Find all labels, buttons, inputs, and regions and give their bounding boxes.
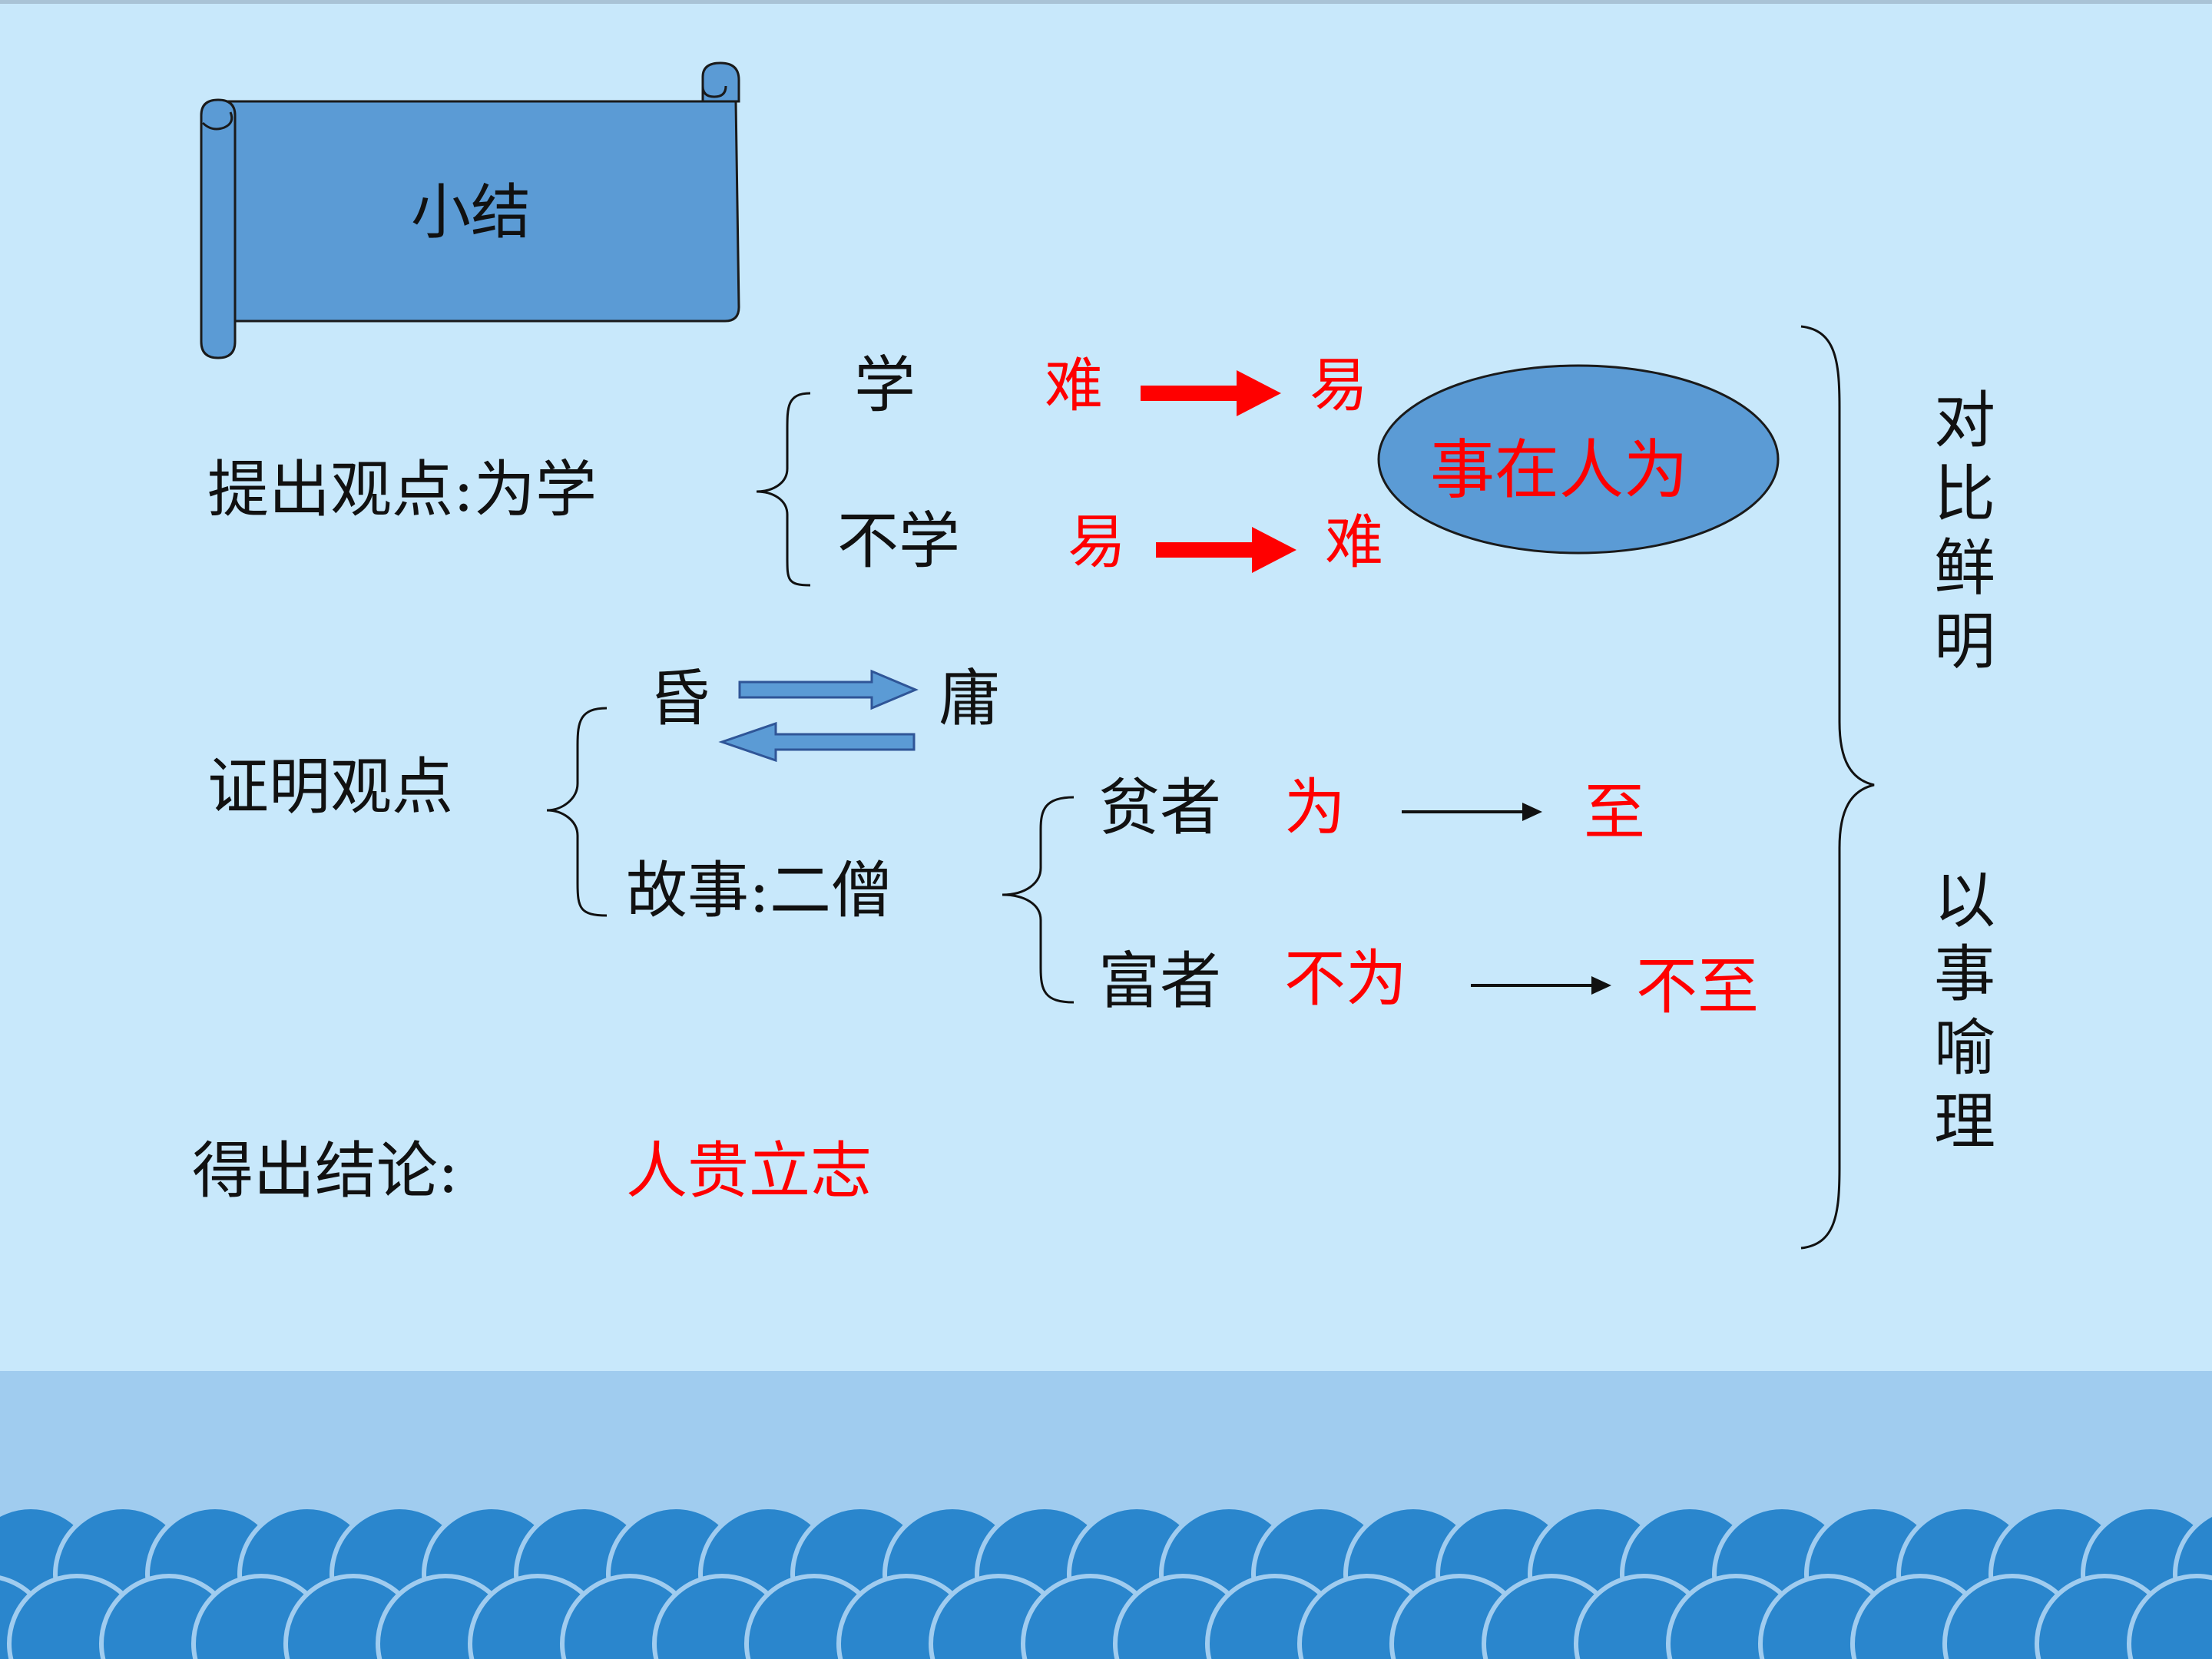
conclusion-oval-text: 事在人为 bbox=[1430, 432, 1689, 508]
proof-label: 证明观点 bbox=[207, 751, 453, 823]
rich-action: 不为 bbox=[1284, 943, 1407, 1015]
red-arrow-learn bbox=[1141, 370, 1281, 416]
conclusion-label: 得出结论: bbox=[192, 1135, 459, 1207]
slide-title: 小结 bbox=[411, 178, 531, 247]
branch-not-learn-from: 易 bbox=[1068, 508, 1126, 576]
thesis-label: 提出观点:为学 bbox=[207, 454, 597, 525]
scroll-left-roll bbox=[200, 98, 237, 359]
wave-scallop bbox=[2127, 1574, 2212, 1659]
poor-who: 贫者 bbox=[1098, 772, 1221, 843]
right-closing-brace bbox=[1800, 325, 1875, 1250]
branch-learn-from: 难 bbox=[1045, 351, 1103, 419]
story-label: 故事:二僧 bbox=[626, 855, 892, 926]
top-border bbox=[0, 0, 2212, 4]
branch-learn-label: 学 bbox=[854, 349, 916, 421]
arrow-poor-head bbox=[1522, 803, 1542, 821]
conclusion-oval bbox=[1377, 364, 1780, 555]
arrow-rich-head bbox=[1591, 976, 1611, 995]
proof-brace bbox=[546, 707, 608, 917]
rich-result: 不至 bbox=[1636, 951, 1759, 1022]
scroll-right-curl bbox=[701, 61, 740, 103]
branch-not-learn-label: 不学 bbox=[837, 505, 960, 577]
note-contrast: 对比鲜明 bbox=[1934, 385, 1995, 677]
note-story-reasoning: 以事喻理 bbox=[1934, 865, 1995, 1157]
pair-right: 庸 bbox=[939, 663, 1000, 734]
scroll-right-curl-inner bbox=[701, 85, 727, 98]
story-brace bbox=[1002, 796, 1075, 1004]
wave-decoration bbox=[0, 1505, 2212, 1659]
thesis-brace bbox=[756, 392, 811, 587]
rich-who: 富者 bbox=[1098, 945, 1221, 1017]
blue-arrow-left bbox=[718, 721, 916, 763]
title-scroll-banner bbox=[200, 61, 740, 359]
blue-arrow-right bbox=[738, 669, 919, 710]
scroll-body bbox=[210, 100, 740, 323]
poor-action: 为 bbox=[1284, 772, 1346, 843]
pair-left: 昏 bbox=[649, 663, 710, 734]
scroll-left-roll-top bbox=[201, 111, 233, 131]
red-arrow-not-learn bbox=[1156, 527, 1296, 573]
poor-result: 至 bbox=[1584, 777, 1645, 848]
conclusion-value: 人贵立志 bbox=[626, 1135, 872, 1207]
branch-not-learn-to: 难 bbox=[1325, 508, 1383, 576]
branch-learn-to: 易 bbox=[1310, 351, 1368, 419]
